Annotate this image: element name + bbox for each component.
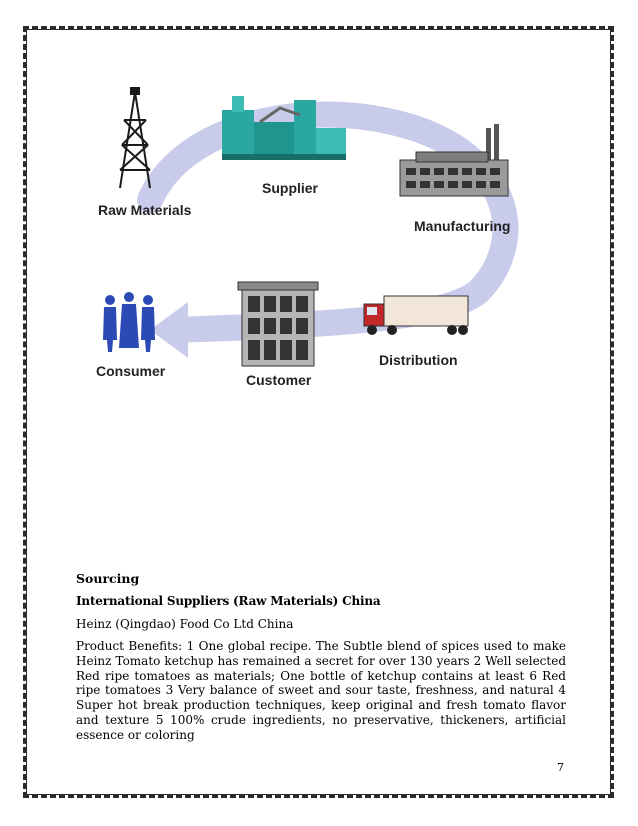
label-supplier: Supplier <box>262 180 319 196</box>
label-manufacturing: Manufacturing <box>414 218 510 234</box>
product-benefits-paragraph: Product Benefits: 1 One global recipe. T… <box>76 639 566 742</box>
supply-chain-diagram: Raw Materials Supplier Manufacturing <box>96 87 519 388</box>
arrow-head <box>150 302 188 358</box>
label-raw-materials: Raw Materials <box>98 202 192 218</box>
label-distribution: Distribution <box>379 352 458 368</box>
page-border <box>23 26 614 798</box>
label-customer: Customer <box>246 372 312 388</box>
supplier-plant-icon <box>222 96 346 160</box>
people-icon <box>103 292 155 352</box>
supplier-name: Heinz (Qingdao) Food Co Ltd China <box>76 617 294 631</box>
label-consumer: Consumer <box>96 363 166 379</box>
factory-icon <box>399 124 509 197</box>
section-subheading: International Suppliers (Raw Materials) … <box>76 594 381 608</box>
truck-icon <box>363 295 469 335</box>
section-heading: Sourcing <box>76 571 140 586</box>
oil-derrick-icon <box>119 87 151 189</box>
page-number: 7 <box>557 761 564 774</box>
store-building-icon <box>237 281 319 367</box>
